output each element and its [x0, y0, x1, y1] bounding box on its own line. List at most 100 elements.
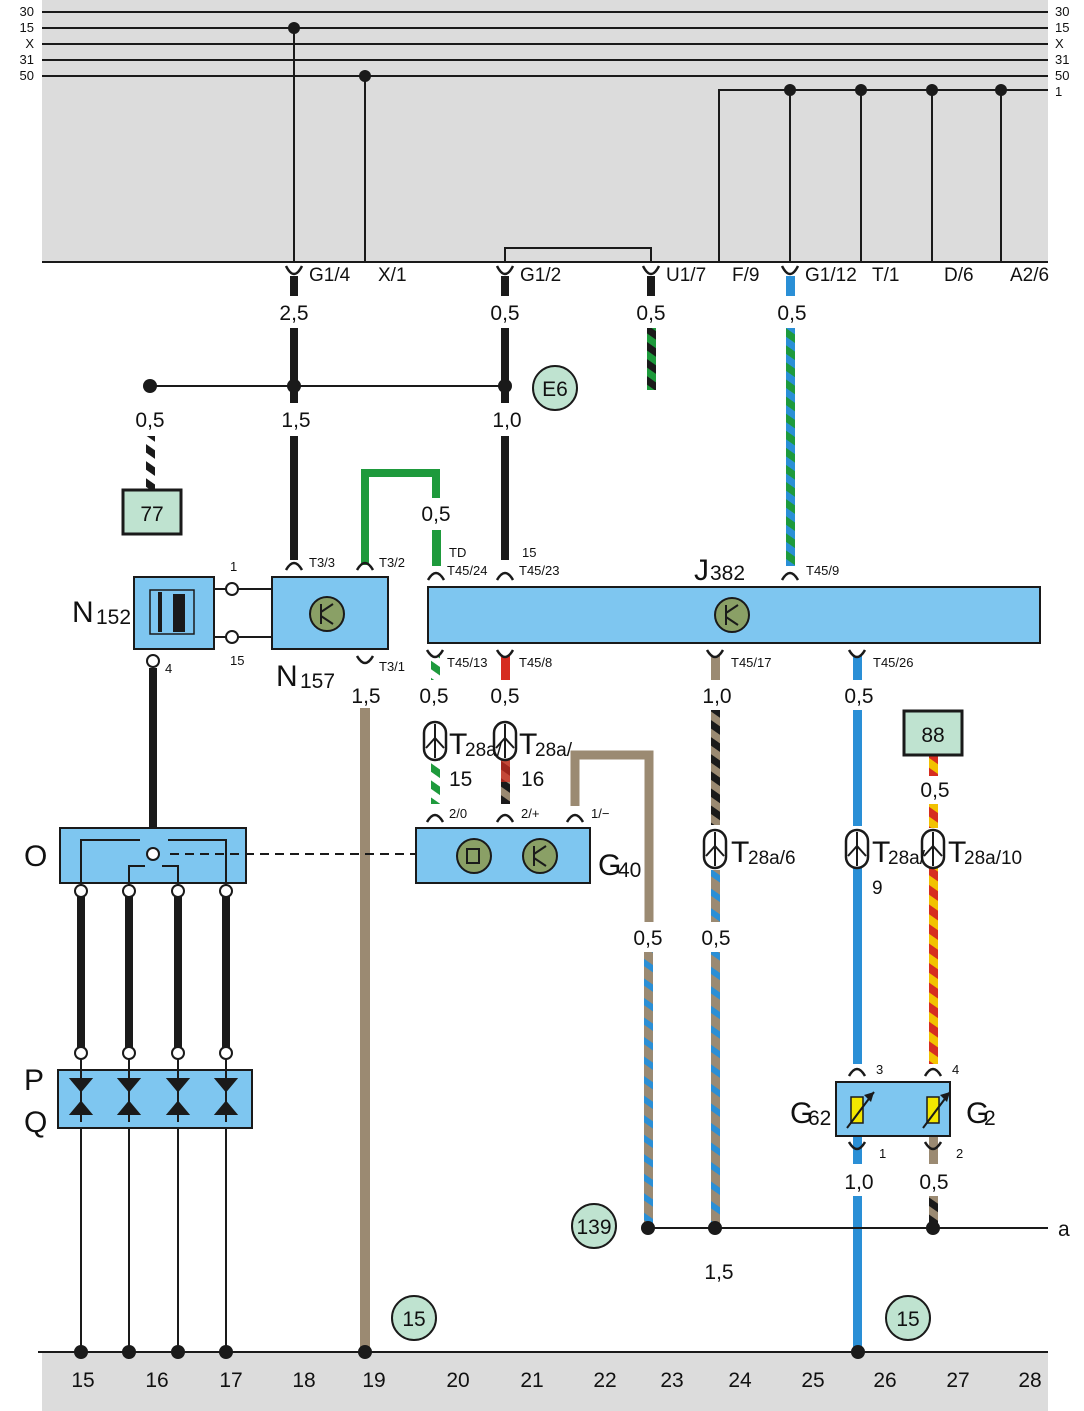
dot-1-g112 [784, 84, 796, 96]
col-16: 16 [145, 1369, 168, 1392]
size-n157-gnd: 1,5 [351, 685, 380, 708]
pq-terminal-2 [122, 1046, 136, 1060]
rail-label-15-left: 15 [20, 20, 34, 35]
size-88: 0,5 [920, 779, 949, 802]
pq-terminal-4 [219, 1046, 233, 1060]
wires-colored [146, 276, 938, 1352]
g40-letter: G [598, 849, 621, 882]
ground-strip [42, 1352, 1048, 1411]
n152-sub: 152 [96, 606, 131, 629]
size-g2-gnd: 0,5 [919, 1171, 948, 1194]
n152-coil [173, 594, 185, 632]
reference-139: 139 [571, 1203, 617, 1249]
size-td: 0,5 [421, 503, 450, 526]
dot-gnd-19 [358, 1345, 372, 1359]
dot-1-a26 [995, 84, 1007, 96]
ref-label-e6: E6 [542, 378, 568, 401]
wire-td-green-low [432, 530, 441, 566]
pin-g2-2: 2 [956, 1146, 963, 1161]
wire-88-red-yellow [929, 756, 938, 776]
relay-panel [42, 0, 1048, 262]
dot-bus-mid [287, 379, 301, 393]
n152-terminal-15 [225, 630, 239, 644]
e6-bus-dots [143, 379, 512, 393]
rail-labels-right: 30 15 X 31 50 1 [1055, 4, 1069, 99]
wire-77-black-white [146, 436, 155, 490]
dot-15-g14 [288, 22, 300, 34]
line-a-dots [641, 1221, 940, 1235]
pq-terminal-1 [74, 1046, 88, 1060]
ref-circle-139 [571, 1203, 617, 1249]
col-17: 17 [219, 1369, 242, 1392]
g40-sensor-icon [456, 838, 492, 874]
size-t4517-low: 0,5 [701, 927, 730, 950]
socket-t31 [355, 655, 375, 665]
col-23: 23 [660, 1369, 683, 1392]
t28a-9-main: T [872, 836, 890, 869]
t28a-junction-glyphs [425, 724, 943, 866]
wire-t4517-brown-blue-low [711, 952, 720, 1228]
size-t4517: 1,0 [702, 685, 731, 708]
n152-pin-4: 4 [165, 661, 172, 676]
ref-label-139: 139 [576, 1216, 611, 1239]
pin-t4523: T45/23 [519, 563, 559, 578]
ref-box-88 [902, 709, 964, 757]
pin-t458: T45/8 [519, 655, 552, 670]
t28a-10-main: T [948, 836, 966, 869]
rail-label-1-right: 1 [1055, 84, 1062, 99]
socket-g40-2p [495, 813, 515, 823]
wire-g62-gnd-blue-low [853, 1196, 862, 1352]
wire-t4526-blue-top [853, 656, 862, 680]
socket-t4523 [495, 571, 515, 581]
g2-arrow-head [940, 1092, 950, 1102]
wire-g112-blue-stub [786, 276, 795, 296]
t28a-labels: T 28a/ 15 T 28a/ 16 T 28a/6 T 28a/ 9 T 2… [449, 728, 1022, 899]
rail-label-30-right: 30 [1055, 4, 1069, 19]
component-g40 [415, 827, 591, 884]
size-g12: 0,5 [490, 302, 519, 325]
size-77: 0,5 [135, 409, 164, 432]
rail-label-50-right: 50 [1055, 68, 1069, 83]
n152-pin-1: 1 [230, 559, 237, 574]
rail-labels-left: 30 15 X 31 50 [20, 4, 35, 83]
size-g62-gnd: 1,0 [844, 1171, 873, 1194]
t28a-15-num: 15 [449, 768, 472, 791]
n157-transistor-glyph [320, 603, 334, 625]
j382-letter: J [694, 554, 709, 587]
o-terminal-2 [122, 884, 136, 898]
dot-gnd-15 [74, 1345, 88, 1359]
size-j382-15: 1,0 [492, 409, 521, 432]
ref-label-15-left: 15 [402, 1308, 425, 1331]
col-20: 20 [446, 1369, 469, 1392]
dot-gnd-26 [851, 1345, 865, 1359]
wire-g40-1-brown-blue [570, 750, 654, 922]
ref-box-77 [121, 488, 183, 536]
reference-15-left: 15 [391, 1295, 437, 1341]
g2-sub: 2 [984, 1107, 996, 1130]
pin-g40-2p: 2/+ [521, 806, 539, 821]
o-letter: O [24, 840, 47, 873]
reference-e6: E6 [532, 365, 578, 411]
wire-g2-gnd-brown-black [929, 1196, 938, 1228]
socket-t4524 [426, 571, 446, 581]
pin-t4524: T45/24 [447, 563, 487, 578]
conn-label-t1: T/1 [872, 265, 899, 286]
socket-g62-3 [847, 1067, 867, 1077]
n152-coil-outline [149, 589, 195, 635]
wire-size-labels: 2,5 0,5 0,5 0,5 0,5 1,5 1,0 0,5 1,5 0,5 … [135, 302, 949, 1284]
pin-t4517: T45/17 [731, 655, 771, 670]
socket-t32 [355, 561, 375, 571]
t28a-15-sub: 28a/ [465, 740, 503, 761]
g40-body [415, 827, 591, 884]
wire-t4517-brown-black [711, 710, 720, 825]
conn-label-f9: F/9 [732, 265, 759, 286]
o-contact-right [168, 839, 227, 890]
wire-t2810-red-yellow [929, 868, 938, 1064]
t28a-9-num: 9 [872, 878, 883, 899]
dot-a-g40 [641, 1221, 655, 1235]
size-t4513: 0,5 [419, 685, 448, 708]
size-g14: 2,5 [279, 302, 308, 325]
t28a-16-sub: 28a/ [535, 740, 573, 761]
pin-t31: T3/1 [379, 659, 405, 674]
